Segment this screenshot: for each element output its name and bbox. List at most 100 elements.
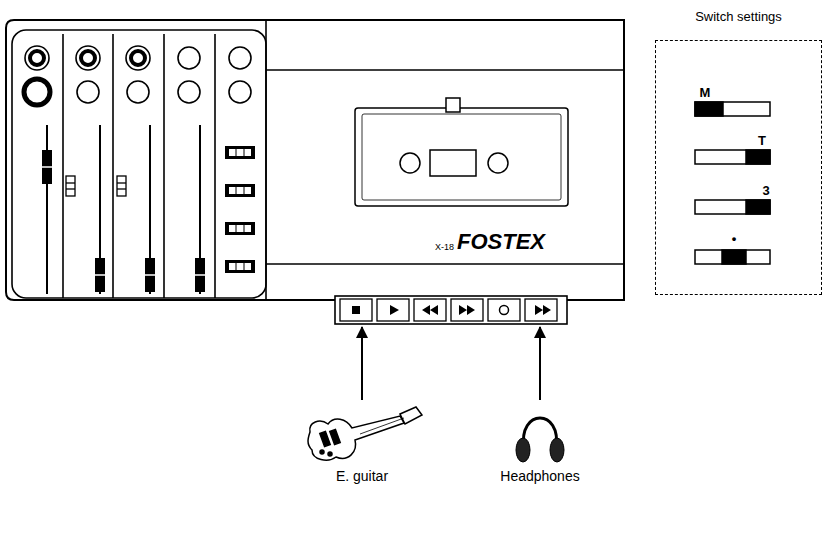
drawing-part xyxy=(400,407,422,424)
drawing-part xyxy=(178,47,200,69)
drawing-part xyxy=(535,305,551,315)
drawing-part xyxy=(66,188,75,189)
drawing-part xyxy=(229,47,251,69)
drawing-part xyxy=(488,153,508,173)
recorder-drawing xyxy=(6,20,624,300)
switch-position-label: • xyxy=(732,232,737,245)
switch-position-label: M xyxy=(700,86,711,99)
drawing-part xyxy=(229,187,251,194)
drawing-part xyxy=(695,150,770,164)
signal-arrow xyxy=(539,327,541,400)
drawing-part xyxy=(266,69,624,71)
transport-buttons xyxy=(335,296,567,324)
device-label: E. guitar xyxy=(300,468,424,484)
drawing-part xyxy=(225,184,255,197)
drawing-part xyxy=(328,452,332,456)
headphones-drawing xyxy=(516,418,564,462)
switch-position-label: 3 xyxy=(762,184,769,197)
drawing-part xyxy=(320,450,324,454)
drawing-part xyxy=(244,263,245,270)
drawing-part xyxy=(66,176,75,196)
drawing-part xyxy=(66,182,75,183)
fader-caps xyxy=(42,150,205,292)
drawing-part xyxy=(550,438,564,462)
drawing-part xyxy=(500,306,509,315)
drawing-part xyxy=(320,431,330,446)
drawing-part xyxy=(430,150,476,176)
drawing-part xyxy=(195,274,205,276)
drawing-part xyxy=(127,81,149,103)
drawing-part xyxy=(30,51,44,65)
drawing-part xyxy=(81,51,95,65)
drawing-part xyxy=(42,150,52,184)
drawing-part xyxy=(178,81,200,103)
model-number: X-18 xyxy=(435,242,454,252)
drawing-part xyxy=(244,225,245,232)
record-select-switches xyxy=(66,176,126,196)
drawing-part xyxy=(377,299,409,321)
guitar-drawing xyxy=(308,407,422,460)
drawing-part xyxy=(236,225,237,232)
drawing-part xyxy=(225,146,255,159)
recorder-body: X-18FOSTEX xyxy=(5,18,625,325)
drawing-part xyxy=(400,153,420,173)
device-label: Headphones xyxy=(490,468,590,484)
drawing-part xyxy=(117,182,126,183)
drawing-part xyxy=(95,258,105,292)
drawing-part xyxy=(214,34,216,298)
drawing-part xyxy=(488,299,520,321)
switch-drawings xyxy=(695,102,770,264)
drawing-part xyxy=(308,416,404,460)
drawing-part xyxy=(695,102,723,116)
drawing-part xyxy=(244,149,245,156)
brand-logo: FOSTEX xyxy=(457,229,545,254)
drawing-part xyxy=(722,250,746,264)
drawing-part xyxy=(746,150,770,164)
switch-settings-box: Switch settings xyxy=(655,40,822,295)
drawing-part xyxy=(163,34,165,298)
drawing-part xyxy=(390,305,399,315)
drawing-part xyxy=(695,200,770,214)
switch-position-label: T xyxy=(758,134,766,147)
drawing-part xyxy=(117,188,126,189)
drawing-part xyxy=(24,79,50,105)
drawing-part xyxy=(76,46,100,70)
signal-arrow xyxy=(361,327,363,400)
drawing-part xyxy=(459,305,475,315)
drawing-part xyxy=(525,299,557,321)
drawing-part xyxy=(451,299,483,321)
drawing-part xyxy=(236,263,237,270)
drawing-part xyxy=(229,263,251,270)
drawing-part xyxy=(126,46,150,70)
drawing-part xyxy=(516,438,530,462)
drawing-part xyxy=(42,166,52,168)
drawing-part xyxy=(266,263,624,265)
drawing-part xyxy=(229,149,251,156)
drawing-part xyxy=(244,187,245,194)
drawing-part xyxy=(265,20,267,300)
drawing-part xyxy=(352,306,360,314)
drawing-part xyxy=(414,299,446,321)
drawing-part xyxy=(225,222,255,235)
drawing-part xyxy=(77,81,99,103)
drawing-part xyxy=(340,299,372,321)
drawing-part xyxy=(236,149,237,156)
master-switches xyxy=(225,146,255,273)
drawing-part xyxy=(12,30,266,298)
drawing-part xyxy=(746,200,770,214)
drawing-part xyxy=(355,108,568,206)
drawing-part xyxy=(195,258,205,292)
instrument-icon: E. guitar xyxy=(300,402,424,490)
drawing-part xyxy=(6,20,624,300)
drawing-part xyxy=(229,225,251,232)
drawing-part xyxy=(360,418,404,434)
drawing-part xyxy=(145,274,155,276)
drawing-part xyxy=(117,176,126,196)
drawing-part xyxy=(25,46,49,70)
drawing-part xyxy=(131,51,145,65)
drawing-part xyxy=(422,305,438,315)
